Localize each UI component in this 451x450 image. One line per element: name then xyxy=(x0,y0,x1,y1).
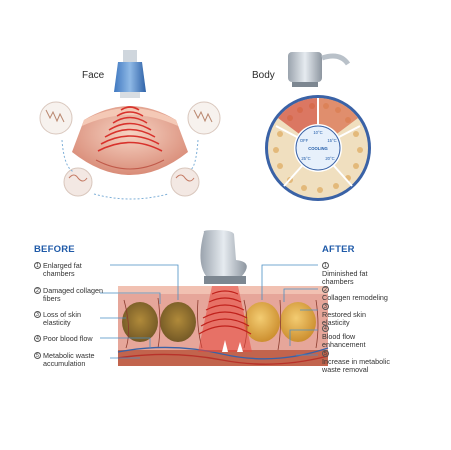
tissue-cross-section xyxy=(117,286,329,366)
after-heading: AFTER xyxy=(322,244,355,255)
ring-label-15c: 15°C xyxy=(327,138,336,143)
after-item: 2Collagen remodeling xyxy=(322,286,402,302)
after-item-text: Restored skin elasticity xyxy=(322,310,366,327)
ring-label-20c: 20°C xyxy=(325,156,334,161)
before-item-text: Damaged collagen fibers xyxy=(43,286,103,303)
face-panel-label: Face xyxy=(82,70,105,81)
after-item: 1Diminished fat chambers xyxy=(322,262,402,286)
before-item-number: 1 xyxy=(34,262,41,269)
after-item-number: 1 xyxy=(322,262,329,269)
before-leader-lines xyxy=(100,264,179,359)
ring-label-25c: 25°C xyxy=(301,156,310,161)
body-ring-labels: 10°C OFF 15°C COOLING 25°C 20°C xyxy=(300,130,337,161)
center-handpiece-icon xyxy=(200,230,247,284)
after-item-number: 2 xyxy=(322,286,329,293)
after-item-text: Increase in metabolic waste removal xyxy=(322,357,390,374)
before-item-number: 3 xyxy=(34,311,41,318)
body-panel-label: Body xyxy=(252,70,275,81)
before-item-number: 2 xyxy=(34,287,41,294)
before-item-text: Poor blood flow xyxy=(43,334,93,343)
before-item-number: 4 xyxy=(34,335,41,342)
after-item-text: Diminished fat chambers xyxy=(322,269,368,286)
before-item-text: Metabolic waste accumulation xyxy=(43,351,95,368)
after-item-number: 3 xyxy=(322,303,329,310)
after-item-text: Blood flow enhancement xyxy=(322,332,366,349)
ring-label-10c: 10°C xyxy=(313,130,322,135)
after-item: 3Restored skin elasticity xyxy=(322,303,402,327)
face-skin-section xyxy=(72,106,188,175)
before-item-text: Loss of skin elasticity xyxy=(43,310,81,327)
face-zoom-circles xyxy=(39,101,221,200)
before-item-number: 5 xyxy=(34,352,41,359)
body-section-disc xyxy=(265,95,371,201)
after-item-text: Collagen remodeling xyxy=(322,293,388,302)
before-item-text: Enlarged fat chambers xyxy=(43,261,82,278)
after-item-number: 5 xyxy=(322,350,329,357)
face-handpiece-icon xyxy=(114,50,146,98)
ring-label-off: OFF xyxy=(300,138,309,143)
after-item: 4Blood flow enhancement xyxy=(322,325,402,349)
after-item-number: 4 xyxy=(322,325,329,332)
after-leader-lines xyxy=(261,264,318,356)
before-heading: BEFORE xyxy=(34,244,75,255)
ring-label-cooling: COOLING xyxy=(308,146,328,151)
after-item: 5Increase in metabolic waste removal xyxy=(322,350,402,374)
body-handpiece-icon xyxy=(288,52,351,87)
